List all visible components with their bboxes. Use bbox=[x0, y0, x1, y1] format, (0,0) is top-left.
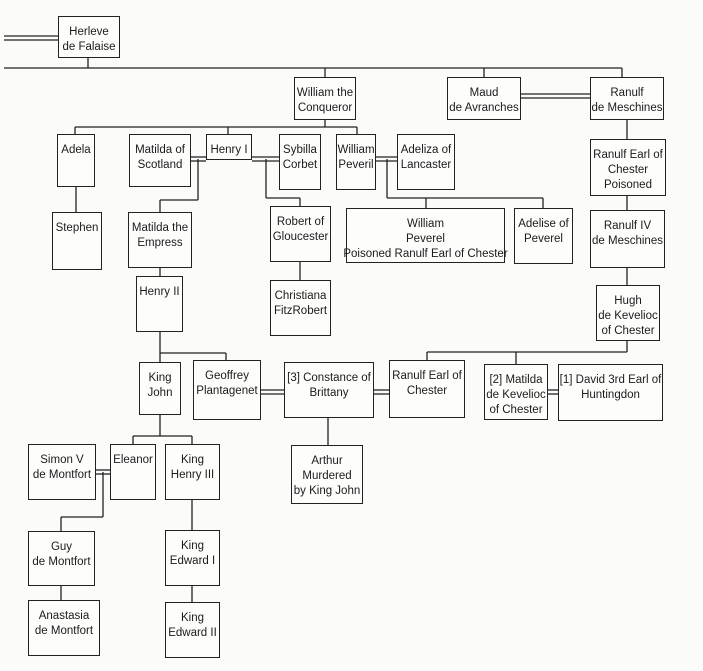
person-stephen[interactable]: Stephen bbox=[52, 212, 102, 270]
person-adela[interactable]: Adela bbox=[57, 134, 95, 187]
person-eleanor[interactable]: Eleanor bbox=[110, 444, 156, 500]
person-henry-i[interactable]: Henry I bbox=[206, 134, 252, 160]
person-henry-ii[interactable]: Henry II bbox=[136, 276, 183, 332]
